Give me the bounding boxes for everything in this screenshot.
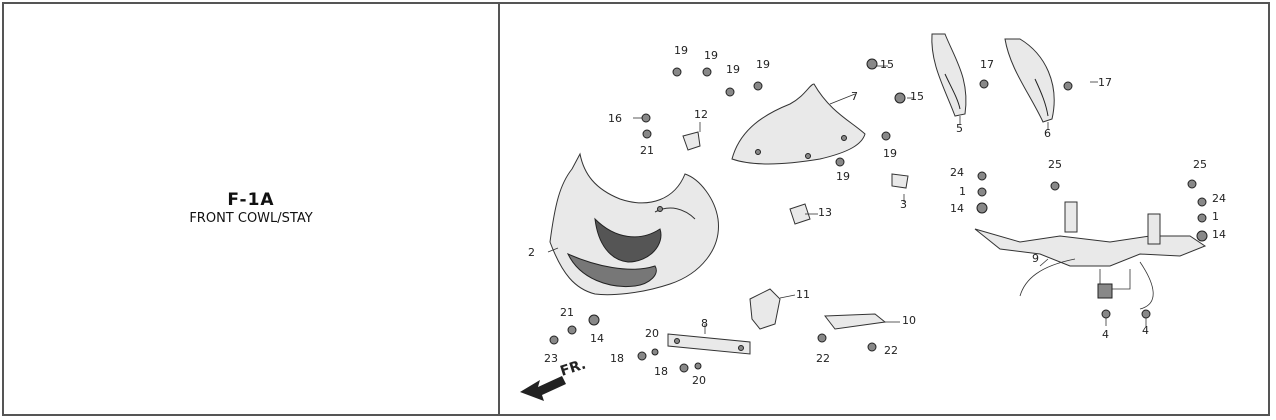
- callout-18a: 18: [610, 352, 624, 365]
- leader-lines: [547, 65, 1147, 334]
- fasteners: [549, 58, 1208, 373]
- callout-14c: 14: [590, 332, 604, 345]
- callout-22b: 22: [884, 344, 898, 357]
- callout-8: 8: [701, 317, 708, 330]
- column-divider: [498, 2, 500, 416]
- callout-15b: 15: [910, 90, 924, 103]
- callout-20a: 20: [645, 327, 659, 340]
- callout-17a: 17: [980, 58, 994, 71]
- callout-23: 23: [544, 352, 558, 365]
- callout-2: 2: [528, 246, 535, 259]
- callout-19e: 19: [883, 147, 897, 160]
- front-stay-part: [974, 201, 1207, 310]
- parts-diagram: FR. 2: [500, 4, 1266, 414]
- callout-5: 5: [956, 122, 963, 135]
- callout-19c: 19: [726, 63, 740, 76]
- callout-10: 10: [902, 314, 916, 327]
- callout-4a: 4: [1102, 328, 1109, 341]
- bracket-10-part: [824, 313, 887, 330]
- plate-3-part: [891, 173, 909, 189]
- section-title-block: F-1A FRONT COWL/STAY: [4, 190, 498, 226]
- callout-4b: 4: [1142, 324, 1149, 337]
- callout-1b: 1: [1212, 210, 1219, 223]
- callout-19d: 19: [756, 58, 770, 71]
- callout-13: 13: [818, 206, 832, 219]
- callout-25b: 25: [1193, 158, 1207, 171]
- callout-18b: 18: [654, 365, 668, 378]
- callout-11: 11: [796, 288, 810, 301]
- page-frame: [2, 2, 1270, 416]
- callout-12: 12: [694, 108, 708, 121]
- callout-21a: 21: [640, 144, 654, 157]
- callout-9: 9: [1032, 252, 1039, 265]
- windscreen-part: [731, 83, 866, 165]
- callout-labels: 2 3 5 6 7 8 9 10 11 12 13 15 15 16 17 17…: [528, 44, 1226, 387]
- bracket-13-part: [789, 203, 811, 225]
- section-code: F-1A: [227, 190, 275, 210]
- callout-25a: 25: [1048, 158, 1062, 171]
- callout-3: 3: [900, 198, 907, 211]
- callout-17b: 17: [1098, 76, 1112, 89]
- section-name: FRONT COWL/STAY: [189, 211, 313, 226]
- callout-16: 16: [608, 112, 622, 125]
- callout-24b: 24: [1212, 192, 1226, 205]
- callout-22a: 22: [816, 352, 830, 365]
- callout-19f: 19: [836, 170, 850, 183]
- bracket-plate-part: [667, 333, 751, 355]
- callout-21b: 21: [560, 306, 574, 319]
- callout-14b: 14: [1212, 228, 1226, 241]
- callout-15a: 15: [880, 58, 894, 71]
- callout-19b: 19: [704, 49, 718, 62]
- callout-14a: 14: [950, 202, 964, 215]
- callout-24a: 24: [950, 166, 964, 179]
- front-direction-label: FR.: [558, 357, 588, 380]
- exploded-view-drawing: FR. 2: [520, 33, 1226, 401]
- front-direction-arrow-icon: [520, 376, 566, 401]
- inner-cover-left-part: [931, 33, 967, 117]
- front-cowl-part: [549, 152, 719, 296]
- callout-6: 6: [1044, 127, 1051, 140]
- bracket-12-part: [682, 131, 701, 151]
- callout-20b: 20: [692, 374, 706, 387]
- callout-7: 7: [851, 90, 858, 103]
- bracket-11-part: [749, 288, 781, 330]
- inner-cover-right-part: [1004, 38, 1055, 123]
- callout-19a: 19: [674, 44, 688, 57]
- callout-1a: 1: [959, 185, 966, 198]
